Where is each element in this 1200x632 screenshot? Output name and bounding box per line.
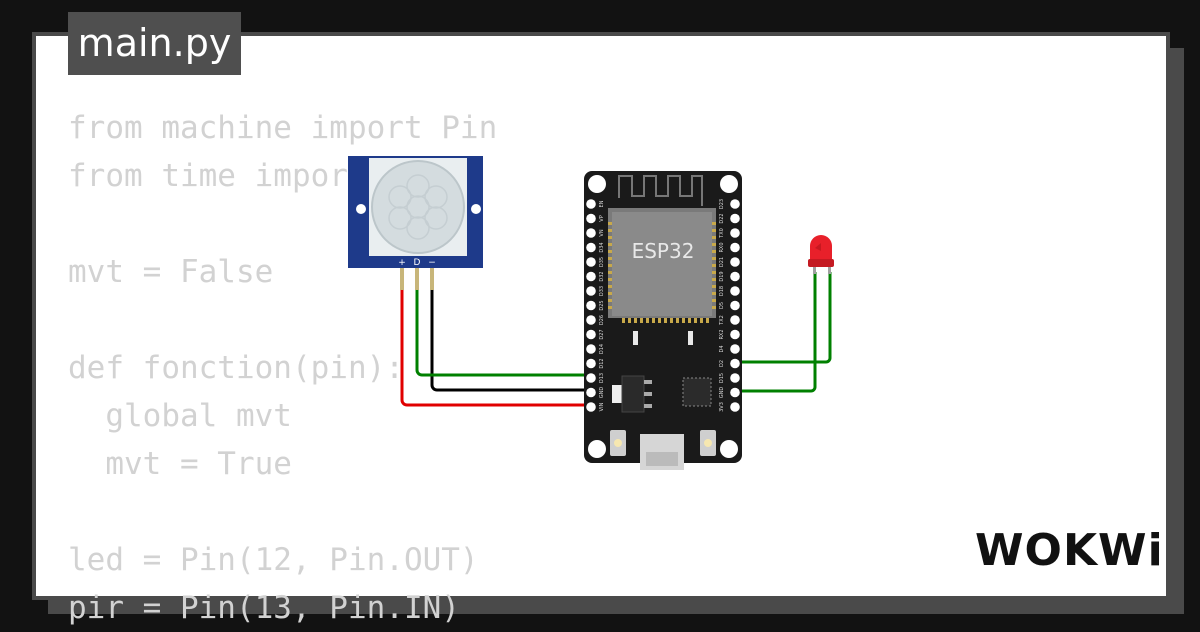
pin-d33[interactable]	[586, 286, 596, 296]
pin-label: D35	[599, 257, 605, 267]
pin-label: D22	[719, 213, 725, 223]
pin-label: RX0	[719, 242, 725, 252]
pin-label: D21	[719, 257, 725, 267]
pin-label: D26	[599, 315, 605, 325]
pin-d14[interactable]	[586, 344, 596, 354]
pin-d21[interactable]	[730, 257, 740, 267]
pin-gnd[interactable]	[730, 387, 740, 398]
pin-label: D25	[599, 300, 605, 310]
pin-d35[interactable]	[586, 257, 596, 267]
pin-d4[interactable]	[730, 344, 740, 354]
pin-d27[interactable]	[586, 329, 596, 340]
pin-label: VIN	[599, 402, 605, 411]
pin-label: D18	[719, 286, 725, 296]
pin-d25[interactable]	[586, 300, 596, 311]
pin-label: D19	[719, 271, 725, 281]
pin-label: D34	[599, 242, 605, 252]
pin-vn[interactable]	[586, 228, 596, 238]
wires	[400, 272, 832, 407]
pin-d15[interactable]	[730, 373, 740, 383]
esp32-label: ESP32	[632, 239, 695, 263]
pin-label: D14	[599, 344, 605, 354]
pin-en[interactable]	[586, 199, 596, 209]
wire-green-led-cathode	[736, 272, 817, 393]
pin-vin[interactable]	[586, 402, 596, 412]
pin-label: EN	[599, 200, 605, 207]
pin-label: GND	[599, 387, 605, 399]
pin-label: 3V3	[719, 402, 725, 412]
pin-label: D13	[599, 373, 605, 383]
pin-d26[interactable]	[586, 315, 596, 325]
pin-rx2[interactable]	[730, 329, 740, 340]
led-red[interactable]	[808, 235, 834, 274]
pin-d32[interactable]	[586, 271, 596, 282]
pin-label: D15	[719, 373, 725, 383]
pin-label: RX2	[719, 329, 725, 339]
pin-d12[interactable]	[586, 358, 596, 369]
pin-label: TX2	[719, 315, 725, 326]
code-line: def fonction(pin):	[68, 350, 404, 386]
wokwi-logo-text: WOKWi	[975, 525, 1164, 576]
pir-pin-minus: −	[428, 258, 436, 268]
pin-label: D23	[719, 199, 725, 209]
code-line: mvt = True	[68, 446, 292, 482]
pin-d19[interactable]	[730, 271, 740, 282]
pin-label: D4	[719, 345, 725, 352]
pir-sensor[interactable]: + D −	[348, 156, 483, 290]
wire-green-data	[415, 290, 592, 377]
pin-gnd[interactable]	[586, 387, 596, 398]
pin-d2[interactable]	[730, 358, 740, 369]
pin-label: VP	[599, 215, 605, 221]
pin-d23[interactable]	[730, 199, 740, 209]
pin-label: VN	[599, 229, 605, 236]
code-line: led = Pin(12, Pin.OUT)	[68, 542, 479, 578]
pin-d18[interactable]	[730, 286, 740, 296]
pin-tx2[interactable]	[730, 315, 740, 325]
pin-d5[interactable]	[730, 300, 740, 311]
pin-label: D2	[719, 360, 725, 367]
pin-label: D32	[599, 271, 605, 281]
pin-label: GND	[719, 387, 725, 399]
pin-label: D27	[599, 329, 605, 339]
pin-3v3[interactable]	[730, 402, 740, 412]
wokwi-logo[interactable]: WOKWi	[975, 522, 1164, 580]
code-line: pir = Pin(13, Pin.IN)	[68, 590, 460, 626]
code-line: from machine import Pin	[68, 110, 498, 146]
file-tab[interactable]: main.py	[68, 12, 241, 75]
pin-d13[interactable]	[586, 373, 596, 383]
pir-pin-plus: +	[398, 258, 406, 268]
pin-label: D5	[719, 302, 725, 309]
pin-d22[interactable]	[730, 213, 740, 224]
pin-d34[interactable]	[586, 242, 596, 253]
pin-tx0[interactable]	[730, 228, 740, 238]
code-line: mvt = False	[68, 254, 274, 290]
wire-green-led-anode	[592, 272, 832, 364]
pin-rx0[interactable]	[730, 242, 740, 253]
esp32-board[interactable]: ESP32 ENVPVND34D35D32D33D25D26D27D14D12D…	[584, 171, 742, 470]
wire-red-vin	[400, 290, 592, 407]
pin-label: D33	[599, 286, 605, 296]
pin-label: TX0	[719, 228, 725, 239]
pir-pin-data: D	[414, 258, 421, 268]
pin-vp[interactable]	[586, 213, 596, 224]
code-line: global mvt	[68, 398, 292, 434]
pin-label: D12	[599, 358, 605, 368]
wire-black-gnd	[430, 290, 592, 392]
